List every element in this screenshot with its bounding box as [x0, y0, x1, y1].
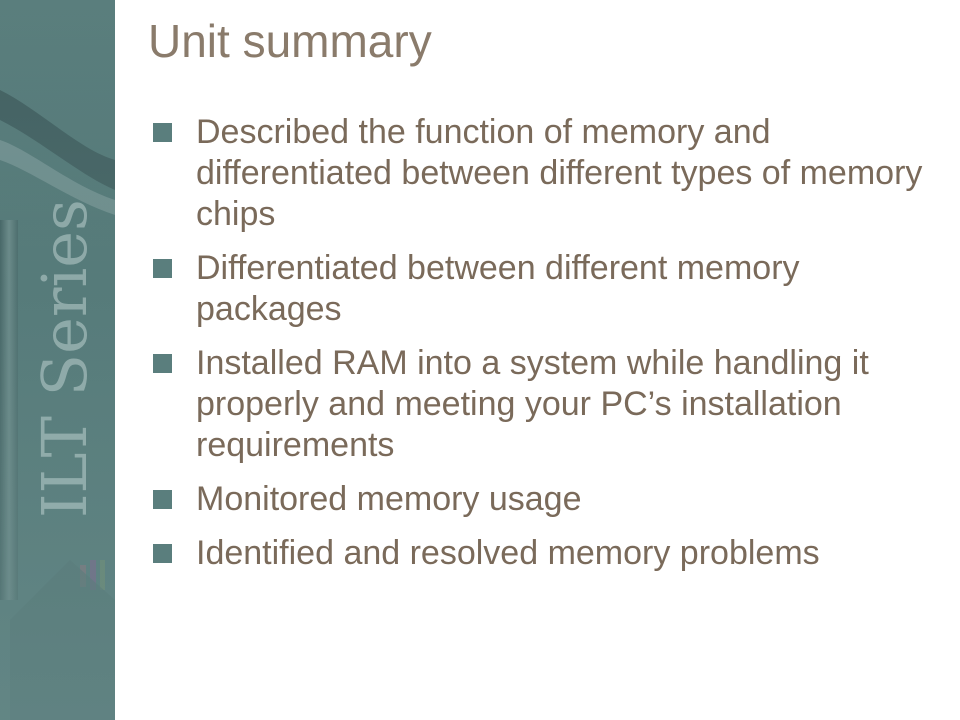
bullet-item: Differentiated between different memory …	[148, 248, 928, 330]
bullet-item: Described the function of memory and dif…	[148, 112, 928, 235]
bullet-text: Identified and resolved memory problems	[196, 534, 820, 572]
bullet-text: Monitored memory usage	[196, 480, 582, 518]
sidebar-decoration	[0, 0, 115, 720]
square-bullet-icon	[153, 354, 172, 373]
slide-title: Unit summary	[148, 15, 432, 67]
sidebar-banner: ILT Series™	[0, 0, 115, 720]
bullet-item: Identified and resolved memory problems	[148, 533, 928, 574]
square-bullet-icon	[153, 544, 172, 563]
square-bullet-icon	[153, 259, 172, 278]
ilt-series-logo: ILT Series™	[28, 200, 101, 518]
bullet-text: Described the function of memory and dif…	[196, 113, 923, 233]
bullet-text: Differentiated between different memory …	[196, 249, 800, 328]
svg-text:ILT Series™: ILT Series™	[28, 200, 101, 518]
bullet-text: Installed RAM into a system while handli…	[196, 344, 869, 464]
summary-bullet-list: Described the function of memory and dif…	[148, 112, 928, 587]
slide-content: Unit summary Described the function of m…	[148, 0, 938, 720]
bullet-item: Installed RAM into a system while handli…	[148, 343, 928, 466]
square-bullet-icon	[153, 123, 172, 142]
bullet-item: Monitored memory usage	[148, 479, 928, 520]
square-bullet-icon	[153, 490, 172, 509]
